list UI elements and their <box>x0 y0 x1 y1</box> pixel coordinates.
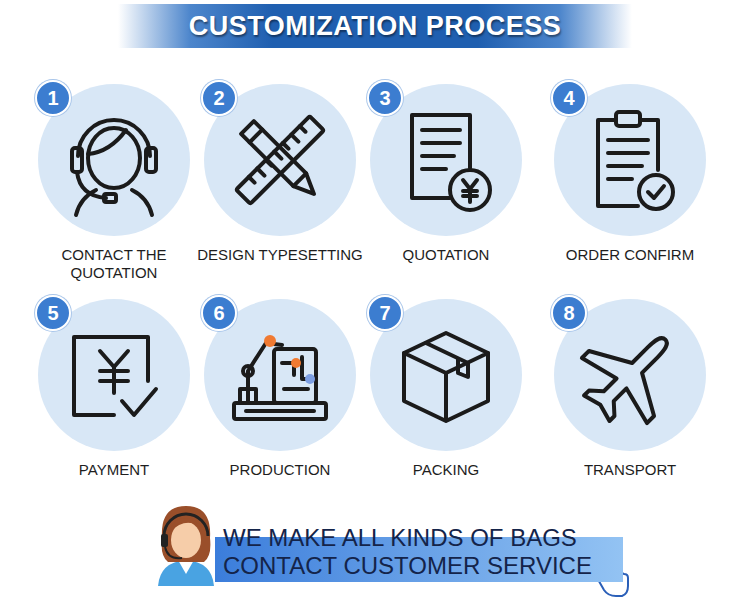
step-label: PACKING <box>358 461 534 479</box>
step-number-badge: 6 <box>201 295 237 331</box>
step-number-badge: 1 <box>35 80 71 116</box>
production-machine-icon <box>234 335 326 419</box>
airplane-icon <box>564 307 698 441</box>
clipboard-icon <box>598 112 673 209</box>
step-number-badge: 3 <box>367 80 403 116</box>
ruler-pencil-icon <box>236 116 324 204</box>
service-avatar <box>158 506 214 586</box>
quotation-icon <box>412 115 490 210</box>
step-label: DESIGN TYPESETTING <box>192 246 368 264</box>
step-number: 4 <box>553 82 585 114</box>
step-number-badge: 2 <box>201 80 237 116</box>
step-number: 2 <box>203 82 235 114</box>
step-number-badge: 5 <box>35 295 71 331</box>
step-number: 5 <box>37 297 69 329</box>
step-label: ORDER CONFIRM <box>542 246 718 264</box>
step-number: 7 <box>369 297 401 329</box>
step-number: 1 <box>37 82 69 114</box>
step-number-badge: 8 <box>551 295 587 331</box>
step-number: 8 <box>553 297 585 329</box>
step-number: 3 <box>369 82 401 114</box>
banner-text: WE MAKE ALL KINDS OF BAGS CONTACT CUSTOM… <box>223 524 615 580</box>
step-label: PRODUCTION <box>192 461 368 479</box>
step-number: 6 <box>203 297 235 329</box>
package-box-icon <box>404 333 488 421</box>
step-label: TRANSPORT <box>542 461 718 479</box>
step-number-badge: 4 <box>551 80 587 116</box>
contact-banner: WE MAKE ALL KINDS OF BAGS CONTACT CUSTOM… <box>215 522 623 582</box>
payment-icon <box>74 337 156 415</box>
headset-icon <box>72 120 156 215</box>
step-number-badge: 7 <box>367 295 403 331</box>
step-label: CONTACT THE QUOTATION <box>26 246 202 282</box>
title-text: CUSTOMIZATION PROCESS <box>0 4 750 48</box>
step-label: PAYMENT <box>26 461 202 479</box>
step-label: QUOTATION <box>358 246 534 264</box>
